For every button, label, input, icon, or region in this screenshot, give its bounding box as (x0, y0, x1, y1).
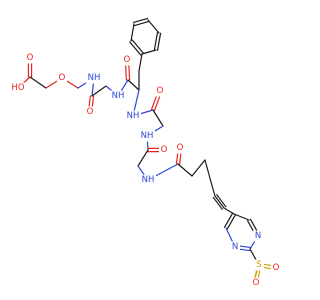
bond-r5-r6-a (153, 32, 159, 51)
atom-label-acid-carbonyl-o: O (27, 53, 34, 63)
bond-r1-r2-a (131, 39, 144, 54)
atom-label-ether-o: O (59, 73, 66, 83)
atom-label-acid-hydroxyl: HO (11, 83, 24, 93)
bond-cb-r1 (138, 53, 143, 72)
atom-label-pyrimidine-n2: N (255, 231, 261, 241)
atom-label-amide1-nh: NH (88, 73, 101, 83)
bond-py1-py2-a (224, 212, 234, 228)
label-bg-amide4-nh (139, 130, 155, 142)
label-bg-amide5-o (175, 142, 185, 154)
atom-label-amide4-o: O (161, 145, 168, 155)
bond-am3C-gly2 (152, 109, 164, 127)
bond-ch3-yn1 (210, 181, 216, 197)
label-bg-amide3-nh (125, 110, 141, 122)
label-bg-sulfonyl-o1 (251, 277, 261, 289)
label-bg-pyrimidine-n1 (230, 241, 240, 253)
atom-label-amide5-o: O (177, 143, 184, 153)
bond-am5C-ch1 (177, 163, 193, 177)
bond-yn1-yn2-a (214, 195, 225, 209)
bond-r3-r4-b (132, 17, 149, 24)
bond-py1-py2-b (226, 214, 236, 230)
label-bg-sulfonyl-o2 (271, 262, 281, 274)
atom-label-amide3-o: O (157, 86, 164, 96)
bond-r1-r2-b (129, 41, 142, 56)
bond-ch2-ch3 (204, 159, 212, 183)
label-bg-acid-hydroxyl (10, 82, 26, 94)
atom-label-pyrimidine-n1: N (232, 242, 238, 252)
label-bg-phe-carbonyl-o (122, 54, 132, 66)
label-bg-amide1-nh (86, 72, 102, 84)
atom-label-phe-carbonyl-o: O (124, 55, 131, 65)
bond-r3-r4-a (133, 20, 150, 27)
bond-r6-r1 (141, 49, 157, 55)
bond-r2-r3 (130, 23, 135, 42)
atom-label-sulfonyl-o2: O (273, 263, 280, 273)
bond-yn1-yn2-c (216, 194, 227, 208)
label-bg-amide1-o (85, 106, 95, 118)
bond-acC-ch2a (29, 76, 47, 89)
atom-label-amide5-nh: NH (142, 175, 155, 185)
bond-pheC-ca (127, 79, 140, 91)
bond-ch1-ch2 (191, 159, 206, 177)
label-bg-pyrimidine-n2 (253, 230, 263, 242)
label-bg-amide5-nh (140, 174, 156, 186)
atom-label-amide3-nh: NH (127, 111, 140, 121)
bond-am4C-gly3 (137, 149, 149, 167)
label-bg-ether-o (57, 72, 67, 84)
bond-yn1-yn2-b (212, 196, 223, 210)
label-bg-amide4-o (159, 144, 169, 156)
bond-r5-r6-b (156, 32, 162, 51)
atom-label-sulfonyl-o1: O (253, 278, 260, 288)
label-bg-sulfonyl-s (254, 259, 264, 271)
atom-label-sulfonyl-s: S (256, 260, 261, 270)
bond-py6-py1 (233, 213, 250, 221)
bond-am1C-gly1 (91, 85, 107, 97)
label-bg-amide3-o (155, 85, 165, 97)
atom-label-amide4-nh: NH (141, 131, 154, 141)
atom-label-amide1-o: O (87, 107, 94, 117)
bond-r4-r5 (147, 19, 160, 34)
label-bg-acid-carbonyl-o (25, 52, 35, 64)
label-bg-amide2-nh (110, 90, 126, 102)
atom-label-amide2-nh: NH (112, 91, 125, 101)
